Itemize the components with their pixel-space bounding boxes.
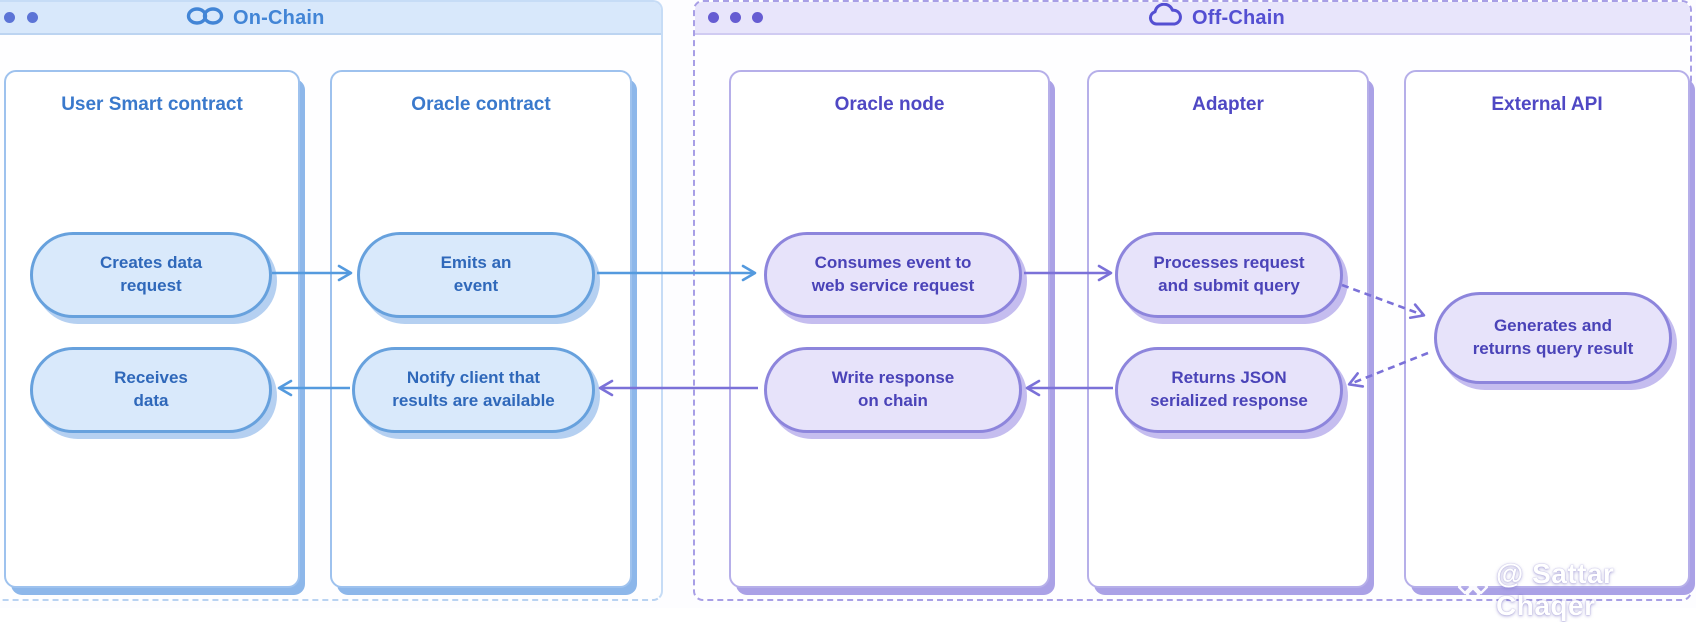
window-dot bbox=[27, 12, 38, 23]
node-notify-client: Notify client that results are available bbox=[352, 347, 595, 433]
lane-title: User Smart contract bbox=[61, 94, 243, 115]
on-chain-header: On-Chain bbox=[0, 2, 661, 35]
lane-title: External API bbox=[1491, 94, 1603, 115]
diamond-logo-icon bbox=[1457, 572, 1489, 609]
node-write-response-on-chain: Write response on chain bbox=[764, 347, 1022, 433]
lane-title: Adapter bbox=[1192, 94, 1264, 115]
lane-title: Oracle contract bbox=[411, 94, 551, 115]
panel-title: Off-Chain bbox=[1192, 6, 1285, 29]
panel-off-chain: Off-Chain Oracle node Adapter External A… bbox=[693, 0, 1692, 601]
node-consumes-event: Consumes event to web service request bbox=[764, 232, 1022, 318]
lane-title: Oracle node bbox=[834, 94, 945, 115]
panel-title: On-Chain bbox=[233, 6, 325, 29]
off-chain-header: Off-Chain bbox=[695, 2, 1690, 35]
watermark-text: @ Sattar Chaqer bbox=[1496, 558, 1615, 621]
window-dot bbox=[730, 12, 741, 23]
node-returns-json-response: Returns JSON serialized response bbox=[1115, 347, 1343, 433]
panel-on-chain: On-Chain User Smart contract Oracle cont… bbox=[0, 0, 663, 601]
watermark: @ Sattar Chaqer bbox=[1457, 558, 1696, 622]
node-processes-request: Processes request and submit query bbox=[1115, 232, 1343, 318]
cloud-icon bbox=[1147, 2, 1183, 34]
lane-adapter: Adapter bbox=[1087, 70, 1369, 588]
window-dot bbox=[708, 12, 719, 23]
lane-oracle-node: Oracle node bbox=[729, 70, 1050, 588]
window-dot bbox=[4, 12, 15, 23]
chain-link-icon bbox=[186, 6, 224, 31]
node-generates-query-result: Generates and returns query result bbox=[1434, 292, 1672, 384]
node-receives-data: Receives data bbox=[30, 347, 272, 433]
lane-oracle-contract: Oracle contract bbox=[330, 70, 632, 588]
node-emits-an-event: Emits an event bbox=[357, 232, 595, 318]
node-creates-data-request: Creates data request bbox=[30, 232, 272, 318]
lane-user-smart-contract: User Smart contract bbox=[4, 70, 300, 588]
window-dot bbox=[752, 12, 763, 23]
